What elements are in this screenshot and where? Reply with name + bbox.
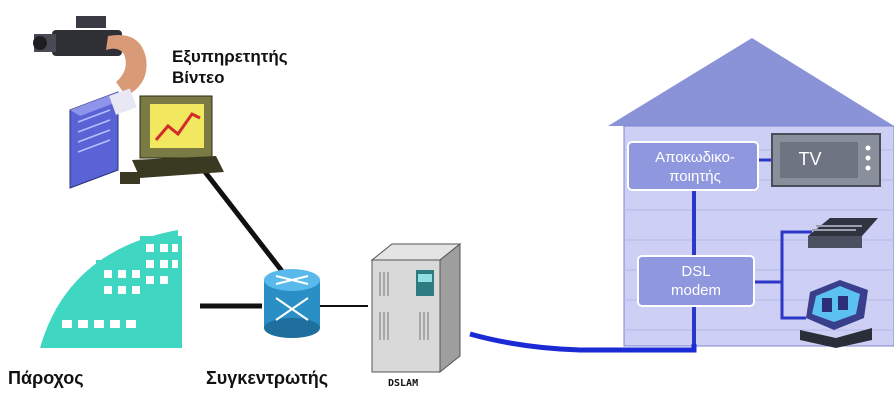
dslam-label: DSLAM xyxy=(388,378,419,389)
decoder-label-line2: ποιητής xyxy=(669,168,721,185)
printer-icon xyxy=(808,218,878,248)
dsl-modem-label-line2: modem xyxy=(670,282,722,299)
video-server-label: Εξυπηρετητής Βίντεο xyxy=(172,46,288,88)
tv-label: TV xyxy=(798,149,822,169)
dsl-line xyxy=(469,331,697,353)
video-server-icon xyxy=(69,91,224,189)
video-server-label-line2: Βίντεο xyxy=(172,68,225,87)
video-camera-icon xyxy=(33,16,147,115)
wire-modem-devices xyxy=(754,230,812,284)
decoder-label: Αποκωδικο- ποιητής xyxy=(632,148,758,186)
router-icon xyxy=(264,269,320,338)
video-server-label-line1: Εξυπηρετητής xyxy=(172,47,288,66)
home-computer-icon xyxy=(800,280,872,348)
router-label: Συγκεντρωτής xyxy=(206,368,329,388)
house xyxy=(608,38,894,348)
dsl-modem-box xyxy=(637,255,755,307)
dsl-modem-label-line1: DSL xyxy=(681,263,711,280)
dslam-icon xyxy=(370,242,462,374)
dsl-modem-label: DSL modem xyxy=(642,262,750,300)
provider-building-icon xyxy=(40,230,182,348)
provider-label: Πάροχος xyxy=(8,368,84,388)
decoder-label-line1: Αποκωδικο- xyxy=(655,149,735,166)
decoder-box xyxy=(627,141,759,191)
house-roof xyxy=(608,38,894,126)
tv-icon xyxy=(771,133,881,187)
